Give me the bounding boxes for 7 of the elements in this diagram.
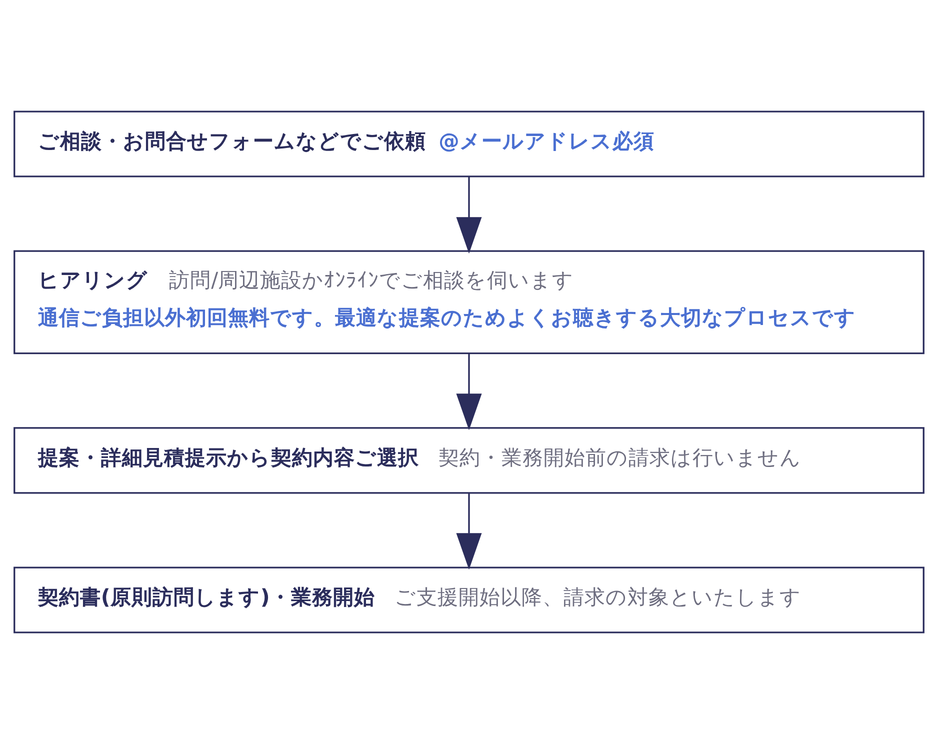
node-box: ヒアリング 訪問/周辺施設かｵﾝﾗｲﾝでご相談を伺います 通信ご負担以外初回無料です。最適な提案のためよくお聴きする大切なプロセスです: [14, 250, 924, 354]
arrow: [456, 176, 482, 254]
node-box: ご相談・お問合せフォームなどでご依頼 @メールアドレス必須: [14, 110, 924, 178]
arrow: [456, 354, 482, 430]
node-box: 提案・詳細見積提示から契約内容ご選択 契約・業務開始前の請求は行いません: [14, 427, 924, 494]
arrow: [456, 494, 482, 570]
node-box: 契約書(原則訪問します)・業務開始 ご支援開始以降、請求の対象といたします: [14, 566, 924, 634]
